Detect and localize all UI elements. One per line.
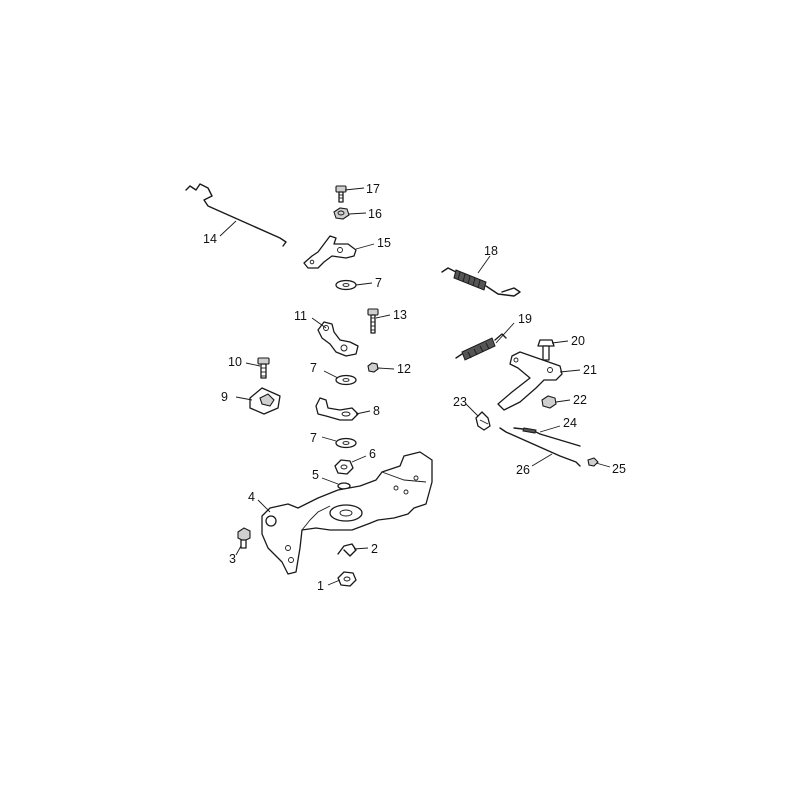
callout-23: 23 (453, 395, 467, 409)
callout-21: 21 (583, 363, 597, 377)
part-7-washer-mid (335, 374, 357, 386)
callout-25: 25 (612, 462, 626, 476)
callout-26: 26 (516, 463, 530, 477)
part-10-bolt (257, 357, 270, 379)
callout-24: 24 (563, 416, 577, 430)
callout-2: 2 (371, 542, 378, 556)
part-2-spring (337, 543, 357, 557)
callout-5: 5 (312, 468, 319, 482)
callout-4: 4 (248, 490, 255, 504)
callout-19: 19 (518, 312, 532, 326)
callout-7-mid: 7 (310, 361, 317, 375)
part-11-lever (317, 321, 359, 357)
callout-8: 8 (373, 404, 380, 418)
part-17-bolt (335, 185, 347, 203)
part-4-main-bracket (261, 451, 433, 575)
callout-10: 10 (228, 355, 242, 369)
part-26-rod (499, 427, 581, 467)
callout-12: 12 (397, 362, 411, 376)
leader-lines (219, 187, 611, 586)
callout-7-low: 7 (310, 431, 317, 445)
callout-9: 9 (221, 390, 228, 404)
callout-13: 13 (393, 308, 407, 322)
part-20-bolt (537, 339, 555, 361)
part-9-clamp (249, 387, 281, 415)
callout-7-top: 7 (375, 276, 382, 290)
callout-6: 6 (369, 447, 376, 461)
part-15-lever (303, 235, 357, 269)
part-13-screw (367, 308, 379, 334)
part-24-cable (513, 427, 581, 447)
callout-3: 3 (229, 552, 236, 566)
callout-labels: 17 16 14 15 7 18 11 13 19 20 10 7 12 21 … (203, 182, 626, 593)
part-23-clip (475, 411, 491, 431)
part-3-screw (237, 527, 251, 549)
callout-14: 14 (203, 232, 217, 246)
part-6-nut (334, 459, 354, 475)
part-8-arm (315, 397, 359, 421)
callout-15: 15 (377, 236, 391, 250)
callout-1: 1 (317, 579, 324, 593)
part-21-bracket (497, 351, 563, 411)
part-1-nut (337, 571, 357, 587)
part-7-washer-low (335, 437, 357, 449)
callout-11: 11 (294, 309, 307, 323)
part-18-spring (441, 267, 521, 297)
part-25-screw (587, 457, 599, 467)
part-19-spring (455, 333, 507, 361)
callout-16: 16 (368, 207, 382, 221)
callout-18: 18 (484, 244, 498, 258)
part-22-nut (541, 395, 557, 409)
part-7-washer-top (335, 279, 357, 291)
part-16-nut (333, 207, 350, 220)
callout-17: 17 (366, 182, 380, 196)
callout-20: 20 (571, 334, 585, 348)
callout-22: 22 (573, 393, 587, 407)
part-14-control-rod (185, 183, 287, 247)
part-12-nut (367, 362, 379, 373)
